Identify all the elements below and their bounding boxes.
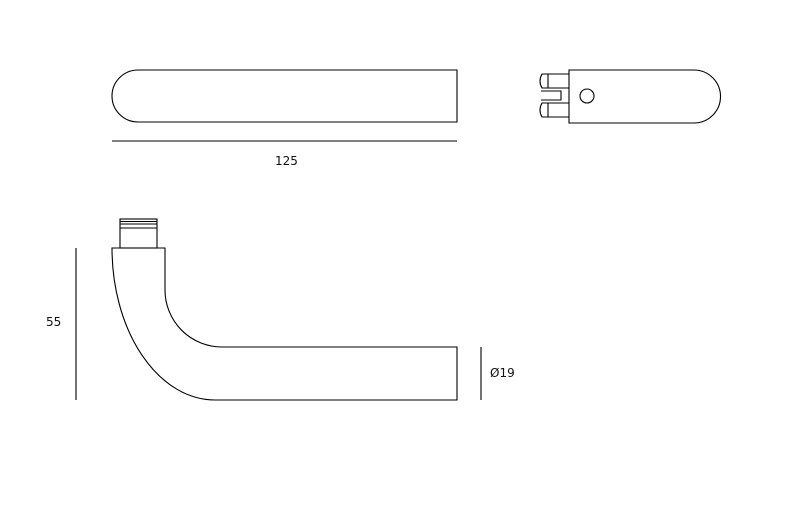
spindle-connector <box>541 90 562 101</box>
rose-fixings <box>547 73 569 118</box>
length-label: 125 <box>275 154 298 168</box>
screw-heads <box>539 73 548 118</box>
screw-hole <box>579 88 595 104</box>
handle-end-outline <box>568 69 722 124</box>
spindle <box>119 218 158 249</box>
side-view <box>75 218 482 401</box>
height-label: 55 <box>46 315 62 329</box>
top-view <box>111 69 458 142</box>
end-view <box>539 69 722 124</box>
diameter-label: Ø19 <box>490 366 515 380</box>
handle-side-outline <box>111 247 458 401</box>
handle-top-outline <box>111 69 458 123</box>
